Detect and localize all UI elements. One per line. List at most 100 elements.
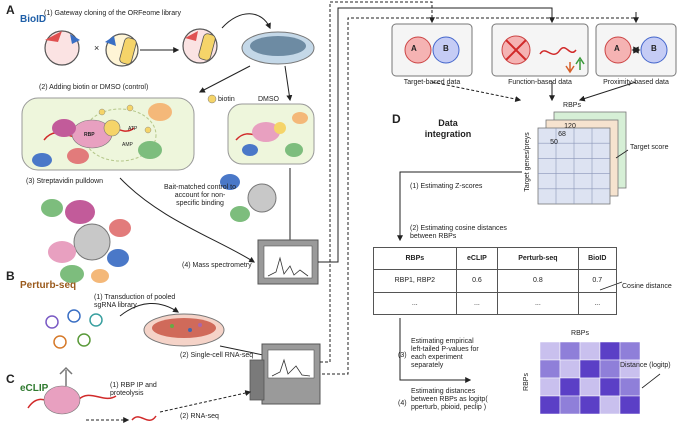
arrow-scrnaseq — [219, 345, 270, 358]
step-cosine: (2) Estimating cosine distances between … — [410, 225, 507, 240]
heatmap-cell — [599, 377, 621, 397]
arrow-zscore — [397, 171, 522, 242]
heatmap-cell — [579, 377, 601, 397]
heatmap-cell — [619, 395, 641, 415]
heatmap-cell — [559, 395, 581, 415]
connectors — [318, 1, 639, 375]
eclip-title: eCLIP — [20, 383, 49, 394]
amp-label: AMP — [122, 142, 133, 148]
step-logitp: Estimating distances between RBPs as log… — [411, 388, 488, 411]
rbp-label: RBP — [84, 132, 95, 138]
heatmap-rbps-side: RBPs — [522, 373, 530, 391]
sequencer — [249, 343, 321, 405]
distance-label: Distance (logitp) — [620, 362, 671, 369]
matrix-cell-120: 120 — [564, 123, 576, 130]
eclip-panel — [27, 366, 252, 423]
heatmap-cell — [619, 341, 641, 361]
arrow-to-biotin — [198, 65, 251, 93]
rbp-rna-complex — [27, 366, 117, 415]
node-a-target: A — [411, 44, 417, 53]
perturb-panel — [45, 302, 321, 405]
times-sign: × — [94, 43, 100, 53]
function-based-label: Function-based data — [508, 79, 572, 86]
dmso-cell — [227, 103, 315, 165]
plasmid-rbp — [44, 30, 80, 66]
target-based-box — [391, 23, 473, 77]
target-score-label: Target score — [630, 144, 669, 151]
heatmap-cell — [539, 359, 561, 379]
cosine-table: RBPs eCLIP Perturb-seq BioID RBP1, RBP2 … — [373, 246, 618, 316]
table-cell: 0.7 — [577, 269, 618, 293]
bioid-step1: (1) Gateway cloning of the ORFeome libra… — [44, 10, 181, 17]
arrow-transduction — [119, 302, 179, 317]
function-based-box — [491, 23, 589, 77]
table-cell: Perturb-seq — [497, 246, 579, 271]
table-cell: ... — [577, 291, 618, 316]
perturb-step1: (1) Transduction of pooled sgRNA library — [94, 294, 176, 309]
table-cell: RBPs — [373, 246, 457, 271]
table-cell: BioID — [577, 246, 618, 271]
table-cell: 0.8 — [497, 269, 579, 293]
distance-heatmap — [539, 341, 641, 415]
heatmap-cell — [599, 395, 621, 415]
matrix-targets-axis: Target genes/preys — [524, 132, 531, 192]
table-cell: ... — [455, 291, 499, 316]
perturb-title: Perturb-seq — [20, 280, 77, 291]
biotin-label: biotin — [218, 96, 235, 103]
table-cell: RBP1, RBP2 — [373, 269, 457, 293]
cosine-table-header: RBPs eCLIP Perturb-seq BioID — [373, 246, 618, 271]
eclip-step2: (2) RNA-seq — [180, 413, 219, 420]
heatmap-rbps-top: RBPs — [571, 330, 589, 337]
biotin-cell — [21, 97, 195, 171]
node-a-proximity: A — [614, 44, 620, 53]
cosine-distance-label: Cosine distance — [622, 283, 672, 290]
table-row: ... ... ... ... — [373, 291, 618, 316]
arrow-to-dmso — [284, 65, 293, 102]
bait-matched-label: Bait-matched control to account for non-… — [164, 184, 236, 207]
proximity-based-box — [595, 23, 677, 77]
heatmap-cell — [619, 377, 641, 397]
heatmap-cell — [579, 359, 601, 379]
mass-spectrometer — [257, 239, 319, 285]
heatmap-cell — [599, 359, 621, 379]
dmso-label: DMSO — [258, 96, 279, 103]
node-b-proximity: B — [651, 44, 657, 53]
perturb-step2: (2) Single-cell RNA-seq — [180, 352, 254, 359]
proximity-based-label: Proximity-based data — [603, 79, 669, 86]
integration-title: Data integration — [424, 118, 472, 139]
matrix-cell-50: 50 — [550, 139, 558, 146]
distance-pointer — [641, 373, 661, 389]
table-cell: ... — [497, 291, 579, 316]
arrow-rnaseq — [159, 390, 252, 413]
plasmid-birA — [105, 33, 139, 67]
node-b-target: B — [443, 44, 449, 53]
streptavidin-bead-control — [220, 174, 277, 222]
step4-number: (4) — [398, 400, 407, 407]
atp-label: ATP — [128, 126, 138, 132]
streptavidin-bead-biotin — [41, 199, 131, 283]
table-row: RBP1, RBP2 0.6 0.8 0.7 — [373, 269, 618, 293]
bioid-title: BioID — [20, 14, 47, 25]
step-zscore: (1) Estimating Z-scores — [410, 183, 483, 190]
panel-letter-c: C — [6, 372, 15, 386]
heatmap-cell — [559, 341, 581, 361]
heatmap-cell — [559, 359, 581, 379]
matrix-rbps-label: RBPs — [563, 102, 581, 109]
perturb-dish — [143, 313, 225, 347]
bioid-step4: (4) Mass spectrometry — [182, 262, 252, 269]
bioid-panel — [21, 13, 319, 285]
arrow-to-dish — [221, 13, 271, 30]
eclip-step1: (1) RBP IP and proteolysis — [110, 382, 157, 397]
bioid-step2: (2) Adding biotin or DMSO (control) — [39, 84, 149, 91]
heatmap-cell — [599, 341, 621, 361]
matrix-cell-68: 68 — [558, 131, 566, 138]
cell-dish — [241, 31, 315, 65]
target-score-pointer — [615, 149, 629, 159]
rna-fragment — [131, 415, 157, 422]
heatmap-cell — [539, 341, 561, 361]
table-cell: 0.6 — [455, 269, 499, 293]
target-based-label: Target-based data — [403, 79, 461, 86]
heatmap-cell — [559, 377, 581, 397]
heatmap-cell — [579, 395, 601, 415]
